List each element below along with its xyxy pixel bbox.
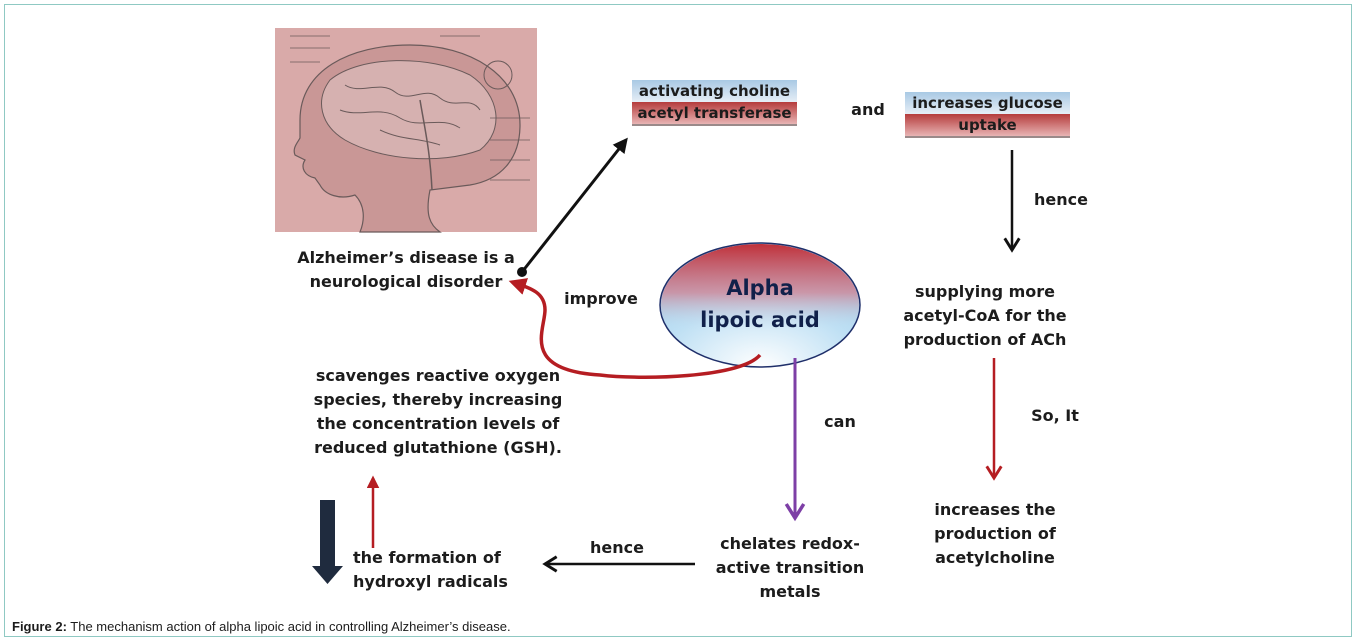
- scavenges-line-1: scavenges reactive oxygen: [315, 366, 561, 385]
- alpha-lipoic-acid-ellipse: [659, 242, 861, 368]
- activating-line-2: acetyl transferase: [632, 102, 797, 124]
- arrow-origin-dot: [517, 267, 527, 277]
- glucose-line-1: increases glucose: [905, 92, 1070, 114]
- caption-label: Figure 2:: [12, 619, 67, 634]
- arrow-alz-to-activating: [520, 137, 628, 273]
- improve-label: improve: [564, 289, 638, 308]
- chelates-line-3: metals: [759, 582, 821, 601]
- formation-line-1: the formation of: [353, 548, 501, 567]
- hence-bottom-label: hence: [590, 538, 644, 557]
- scavenges-line-3: the concentration levels of: [316, 414, 560, 433]
- alpha-lipoic-acid-label: Alpha lipoic acid: [680, 272, 840, 336]
- supplying-line-3: production of ACh: [903, 330, 1067, 349]
- alzheimers-line-2: neurological disorder: [309, 272, 503, 291]
- formation-label: the formation of hydroxyl radicals: [353, 546, 533, 594]
- alpha-line-2: lipoic acid: [700, 308, 820, 332]
- chelates-line-1: chelates redox-: [720, 534, 860, 553]
- supplying-line-2: acetyl-CoA for the: [903, 306, 1067, 325]
- increases-ach-line-3: acetylcholine: [935, 548, 1055, 567]
- thick-down-arrow: [312, 500, 343, 584]
- glucose-box: increases glucose uptake: [905, 92, 1070, 138]
- activating-line-1: activating choline: [632, 80, 797, 102]
- can-label: can: [824, 412, 856, 431]
- hence-top-label: hence: [1034, 190, 1088, 209]
- brain-illustration: [275, 28, 537, 233]
- activating-box: activating choline acetyl transferase: [632, 80, 797, 126]
- arrow-alpha-improve-curve: [508, 278, 762, 379]
- chelates-label: chelates redox- active transition metals: [705, 532, 875, 604]
- glucose-line-2: uptake: [905, 114, 1070, 136]
- alzheimers-label: Alzheimer’s disease is a neurological di…: [290, 246, 522, 294]
- scavenges-label: scavenges reactive oxygen species, there…: [298, 364, 578, 460]
- increases-ach-line-2: production of: [934, 524, 1056, 543]
- increases-ach-label: increases the production of acetylcholin…: [920, 498, 1070, 570]
- supplying-label: supplying more acetyl-CoA for the produc…: [895, 280, 1075, 352]
- and-label: and: [851, 100, 885, 119]
- alpha-line-1: Alpha: [726, 276, 794, 300]
- alzheimers-line-1: Alzheimer’s disease is a: [297, 248, 515, 267]
- so-it-label: So, It: [1031, 406, 1079, 425]
- supplying-line-1: supplying more: [914, 282, 1056, 301]
- scavenges-line-2: species, thereby increasing: [313, 390, 563, 409]
- increases-ach-line-1: increases the: [934, 500, 1056, 519]
- chelates-line-2: active transition: [715, 558, 865, 577]
- formation-line-2: hydroxyl radicals: [353, 572, 508, 591]
- caption-text: The mechanism action of alpha lipoic aci…: [66, 619, 511, 634]
- figure-caption: Figure 2: The mechanism action of alpha …: [12, 619, 511, 634]
- scavenges-line-4: reduced glutathione (GSH).: [314, 438, 562, 457]
